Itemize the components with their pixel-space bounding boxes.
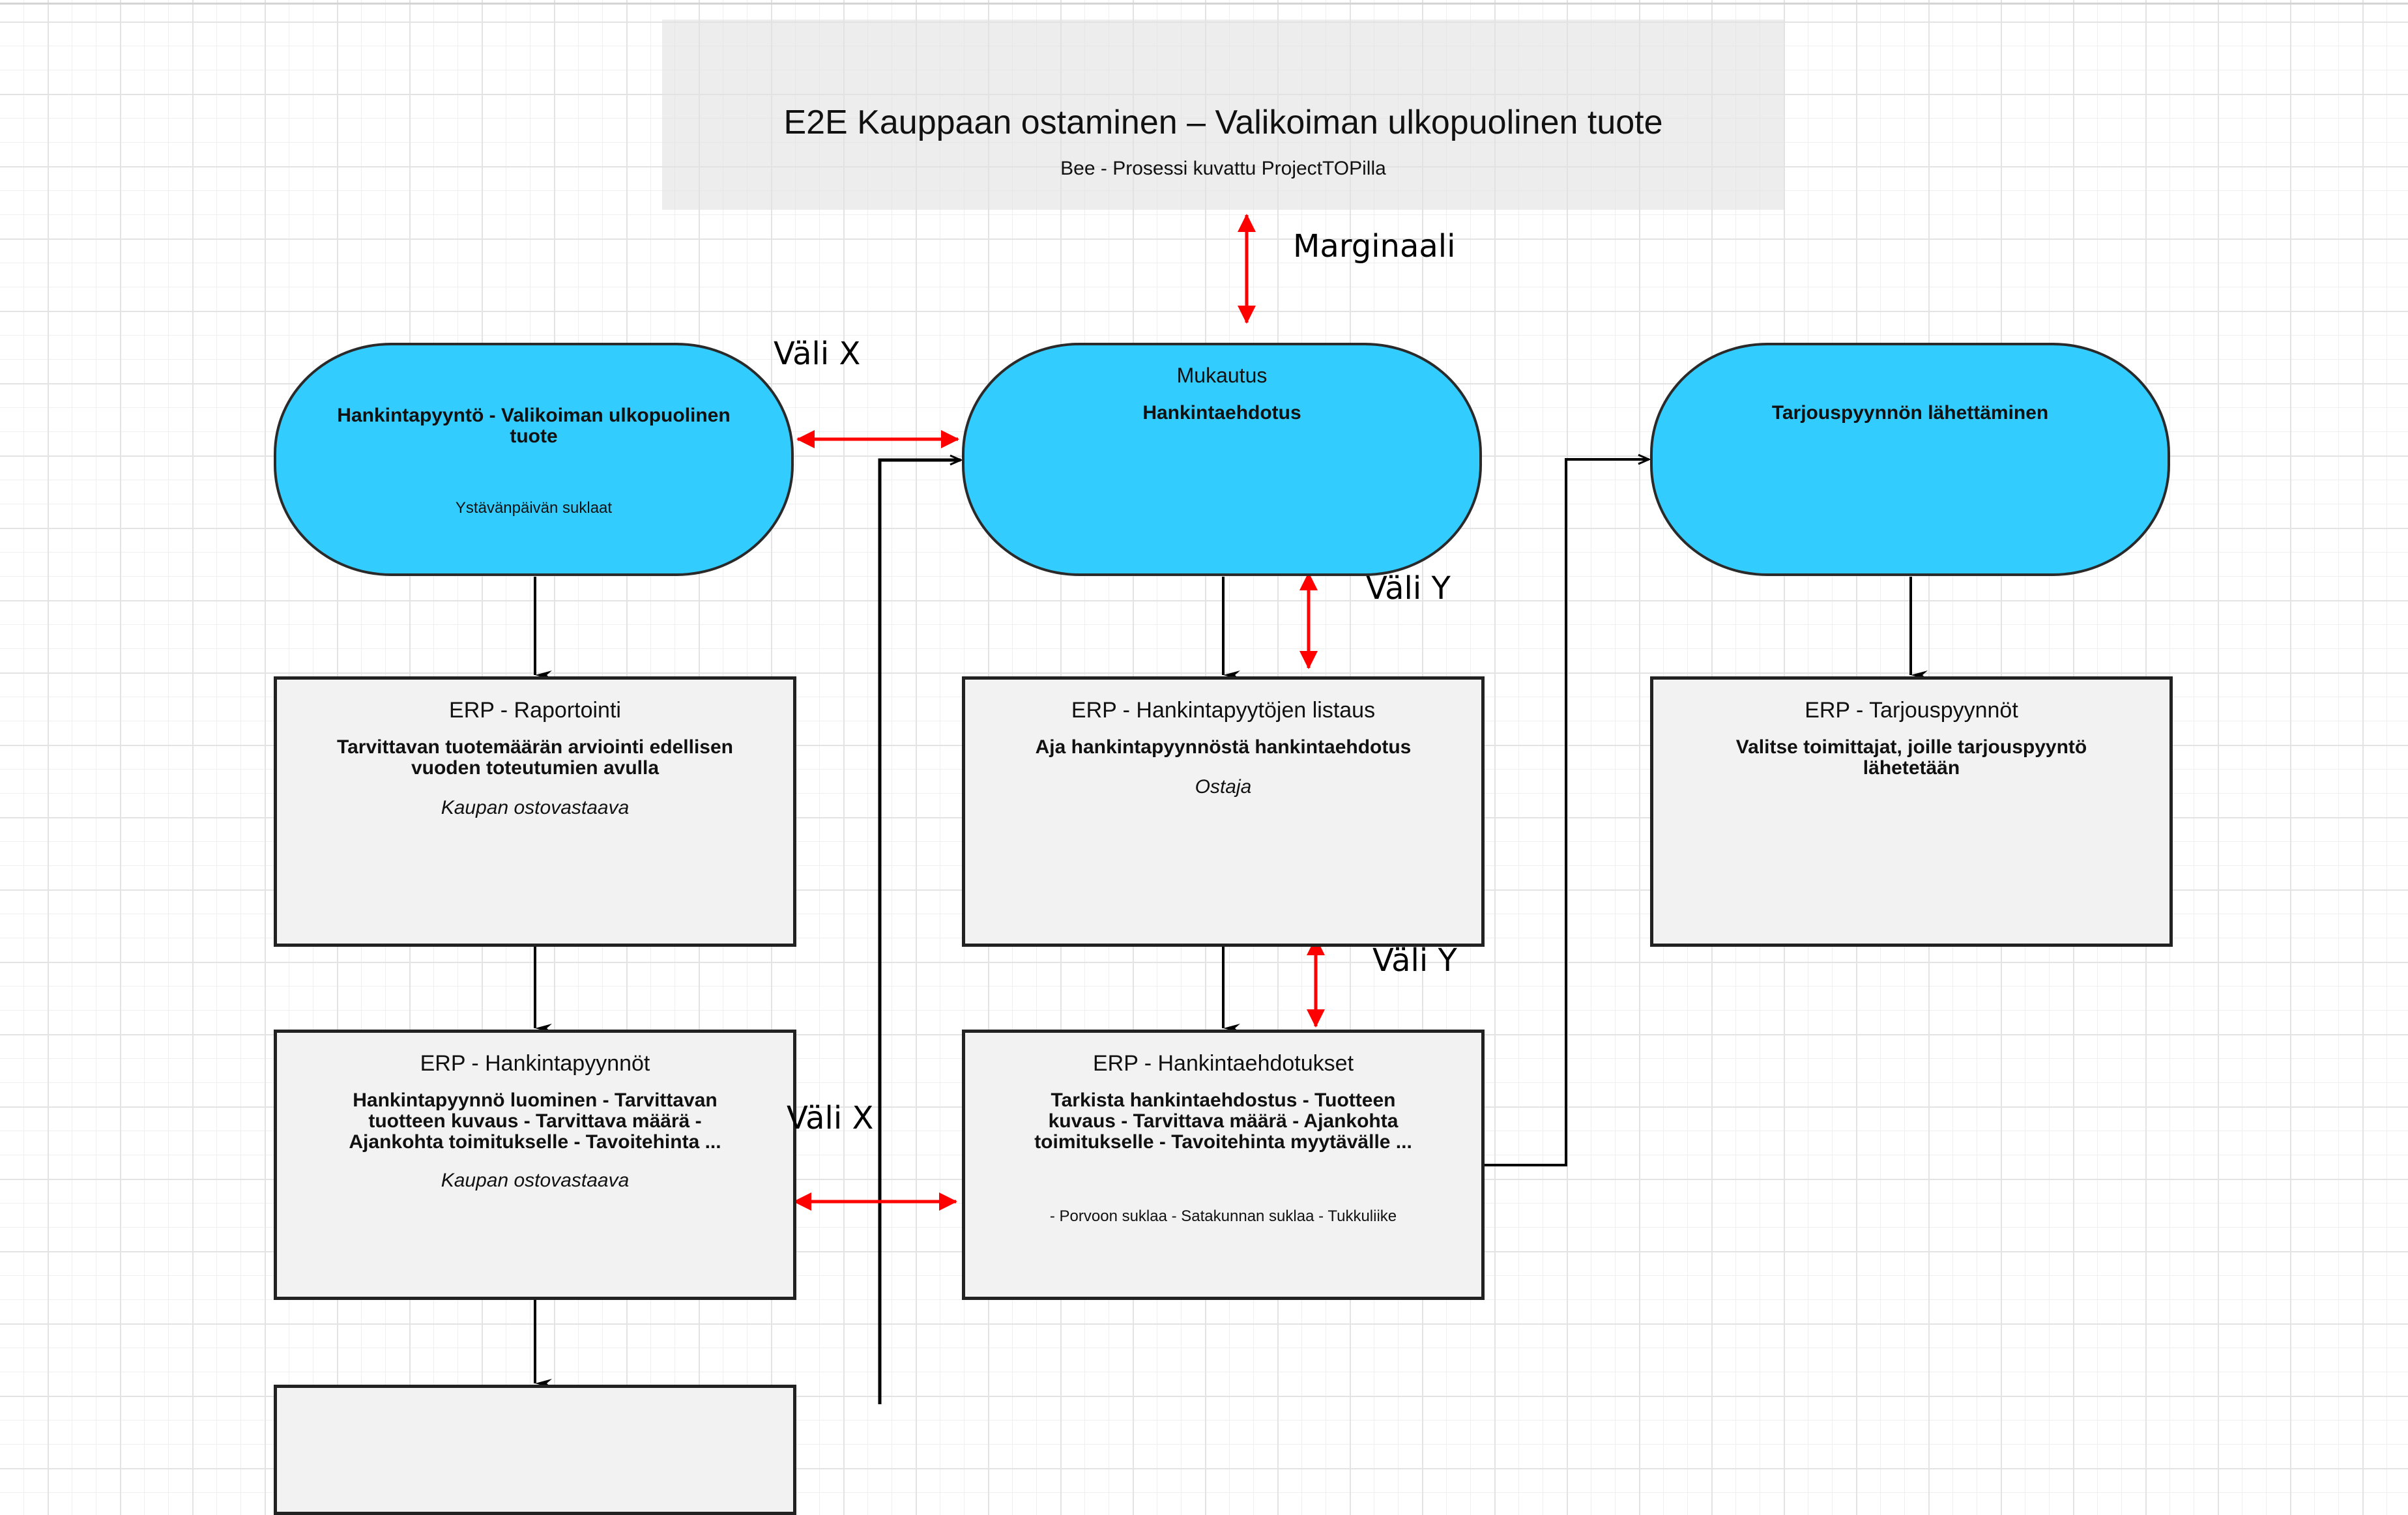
step-header: ERP - Tarjouspyynnöt	[1805, 698, 2018, 723]
margin-label: Marginaali	[1293, 228, 1456, 265]
connectors-layer	[534, 214, 1928, 1404]
diagram-title-box[interactable]: E2E Kauppaan ostaminen – Valikoiman ulko…	[662, 20, 1784, 210]
step-box-next[interactable]	[274, 1385, 796, 1515]
step-body: Hankintapyynnö luominen - Tarvittavan tu…	[349, 1089, 721, 1153]
step-body: Aja hankintapyynnöstä hankintaehdotus	[1035, 736, 1412, 758]
gap-x-label: Väli X	[787, 1100, 874, 1136]
step-box-raportointi[interactable]: ERP - Raportointi Tarvittavan tuotemäärä…	[274, 676, 796, 947]
process-pill-hankintaehdotus[interactable]: Mukautus Hankintaehdotus	[962, 343, 1482, 576]
process-title: Tarjouspyynnön lähettäminen	[1771, 402, 2049, 424]
process-pill-tarjouspyynto[interactable]: Tarjouspyynnön lähettäminen	[1650, 343, 2170, 576]
step-box-hankintaehdotukset[interactable]: ERP - Hankintaehdotukset Tarkista hankin…	[962, 1030, 1485, 1300]
process-title: Hankintapyyntö - Valikoiman ulkopuolinen…	[337, 405, 731, 447]
flow-connector	[878, 460, 961, 1404]
step-box-hankintapyytojen-listaus[interactable]: ERP - Hankintapyytöjen listaus Aja hanki…	[962, 676, 1485, 947]
step-body: Valitse toimittajat, joille tarjouspyynt…	[1735, 736, 2087, 779]
flow-connector	[1485, 459, 1649, 1166]
step-body: Tarvittavan tuotemäärän arviointi edelli…	[337, 736, 733, 779]
step-body: Tarkista hankintaehdostus - Tuotteen kuv…	[1034, 1089, 1412, 1153]
step-box-hankintapyynnot[interactable]: ERP - Hankintapyynnöt Hankintapyynnö luo…	[274, 1030, 796, 1300]
step-note: - Porvoon suklaa - Satakunnan suklaa - T…	[1049, 1207, 1397, 1225]
diagram-title: E2E Kauppaan ostaminen – Valikoiman ulko…	[783, 104, 1663, 141]
step-role: Ostaja	[1195, 776, 1252, 798]
step-role: Kaupan ostovastaava	[441, 797, 630, 818]
process-supertitle: Mukautus	[1176, 364, 1268, 387]
step-header: ERP - Hankintaehdotukset	[1092, 1051, 1354, 1076]
step-box-tarjouspyynnot[interactable]: ERP - Tarjouspyynnöt Valitse toimittajat…	[1650, 676, 2173, 947]
canvas-top-border	[0, 3, 2408, 5]
gap-x-label: Väli X	[774, 336, 861, 372]
gap-y-label: Väli Y	[1366, 570, 1451, 607]
gap-y-label: Väli Y	[1372, 942, 1457, 979]
step-role: Kaupan ostovastaava	[441, 1170, 630, 1191]
process-note: Ystävänpäivän suklaat	[455, 499, 613, 517]
step-header: ERP - Hankintapyynnöt	[420, 1051, 650, 1076]
process-pill-hankintapyynto[interactable]: Hankintapyyntö - Valikoiman ulkopuolinen…	[274, 343, 794, 576]
step-header: ERP - Hankintapyytöjen listaus	[1071, 698, 1376, 723]
process-title: Hankintaehdotus	[1142, 402, 1301, 424]
step-header: ERP - Raportointi	[449, 698, 621, 723]
diagram-subtitle: Bee - Prosessi kuvattu ProjectTOPilla	[1060, 158, 1386, 179]
